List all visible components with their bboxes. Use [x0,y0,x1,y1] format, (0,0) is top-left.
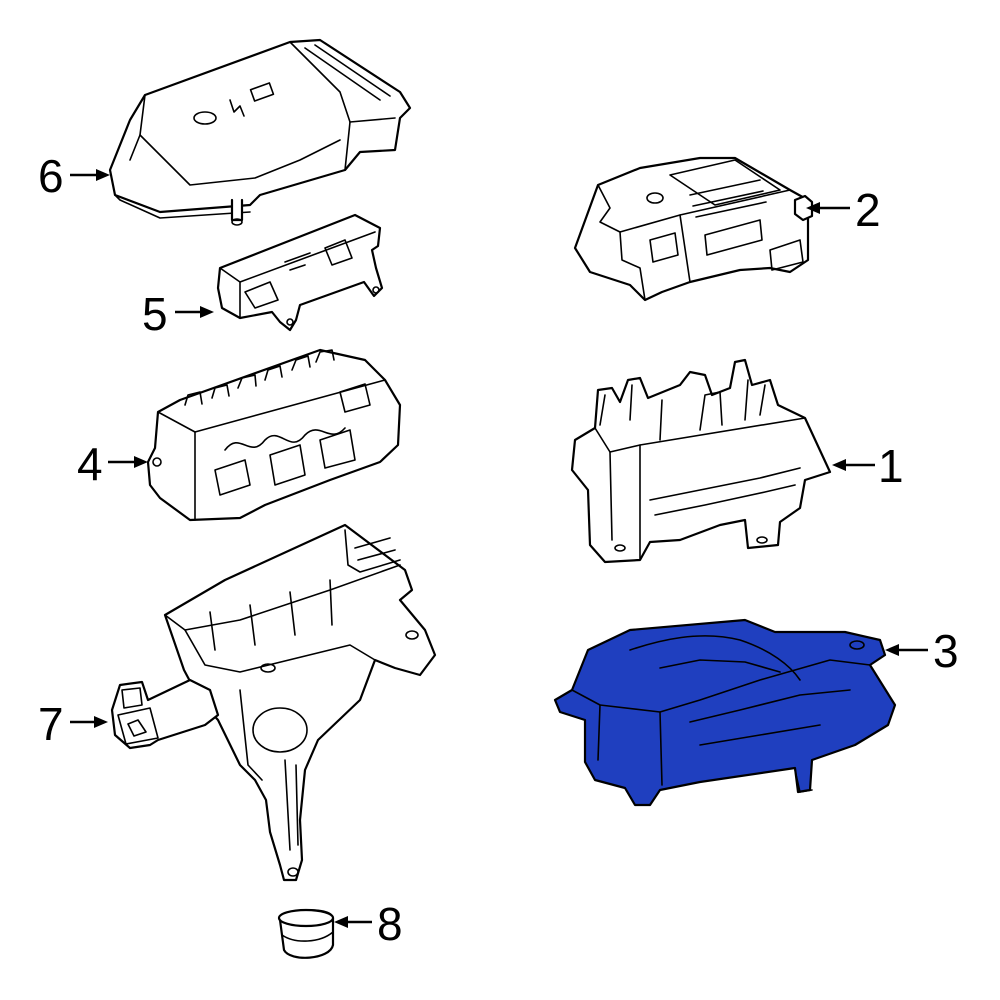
part-3-lower-tray[interactable] [553,618,897,807]
callout-7: 7 [38,698,64,750]
callout-8: 8 [377,898,403,950]
main-lower-housing [163,523,437,882]
part-1-housing[interactable] [570,358,832,564]
part-6-fuse-box-cover[interactable] [108,38,412,226]
leader-arrows [70,169,928,928]
callout-5: 5 [142,288,168,340]
callout-3: 3 [933,625,959,677]
part-3-tray-body [553,618,897,807]
callout-1: 1 [878,440,904,492]
part-7-connector[interactable] [110,678,220,750]
part-4-fuse-block[interactable] [146,348,402,522]
part-5-bracket[interactable] [216,213,384,332]
callout-4: 4 [77,438,103,490]
part-2-relay-module[interactable] [573,156,814,302]
callout-6: 6 [38,150,64,202]
callout-2: 2 [855,184,881,236]
part-8-grommet[interactable] [277,908,335,959]
